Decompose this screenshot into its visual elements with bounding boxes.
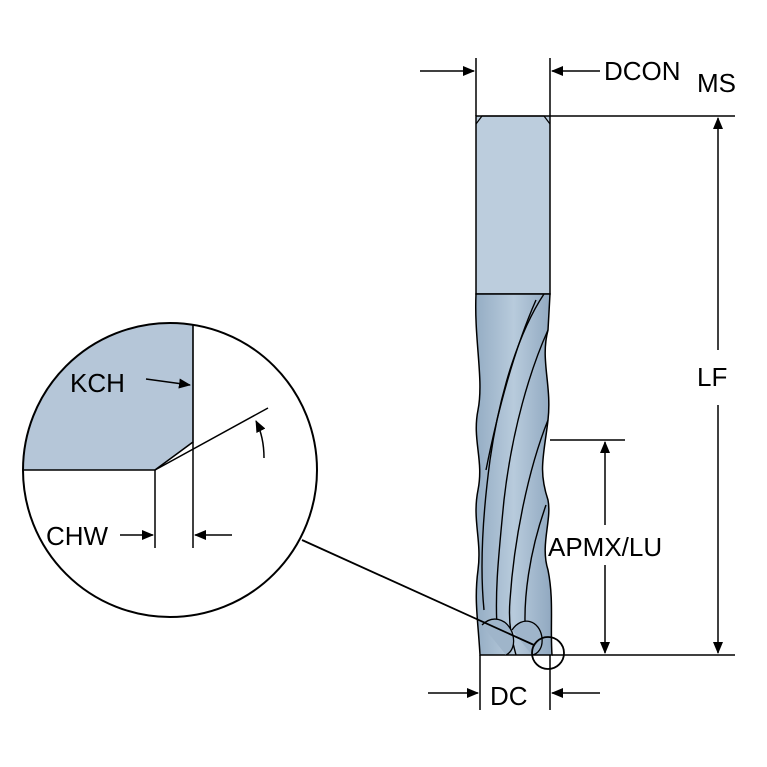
dcon-subscript: MS	[697, 68, 736, 98]
dcon-label: DCON	[604, 56, 681, 86]
lf-label: LF	[697, 362, 727, 392]
chw-label: CHW	[46, 521, 109, 551]
kch-label: KCH	[70, 368, 125, 398]
shank-chamfer	[475, 115, 551, 125]
detail-marker-circle	[531, 636, 565, 670]
tool-shank	[475, 115, 551, 295]
apmx-lu-label: APMX/LU	[548, 532, 662, 562]
dc-label: DC	[490, 681, 528, 711]
dc-dimension: DC	[428, 655, 600, 711]
kch-angle-arc	[255, 420, 266, 459]
dcon-dimension: DCON MS	[420, 56, 736, 116]
apmx-lu-dimension: APMX/LU	[548, 439, 662, 654]
lf-dimension: LF	[550, 115, 735, 656]
detail-callout: KCH CHW	[22, 322, 565, 670]
detail-circle	[22, 322, 318, 618]
leader-line	[301, 539, 535, 646]
end-mill-tool	[474, 115, 553, 656]
